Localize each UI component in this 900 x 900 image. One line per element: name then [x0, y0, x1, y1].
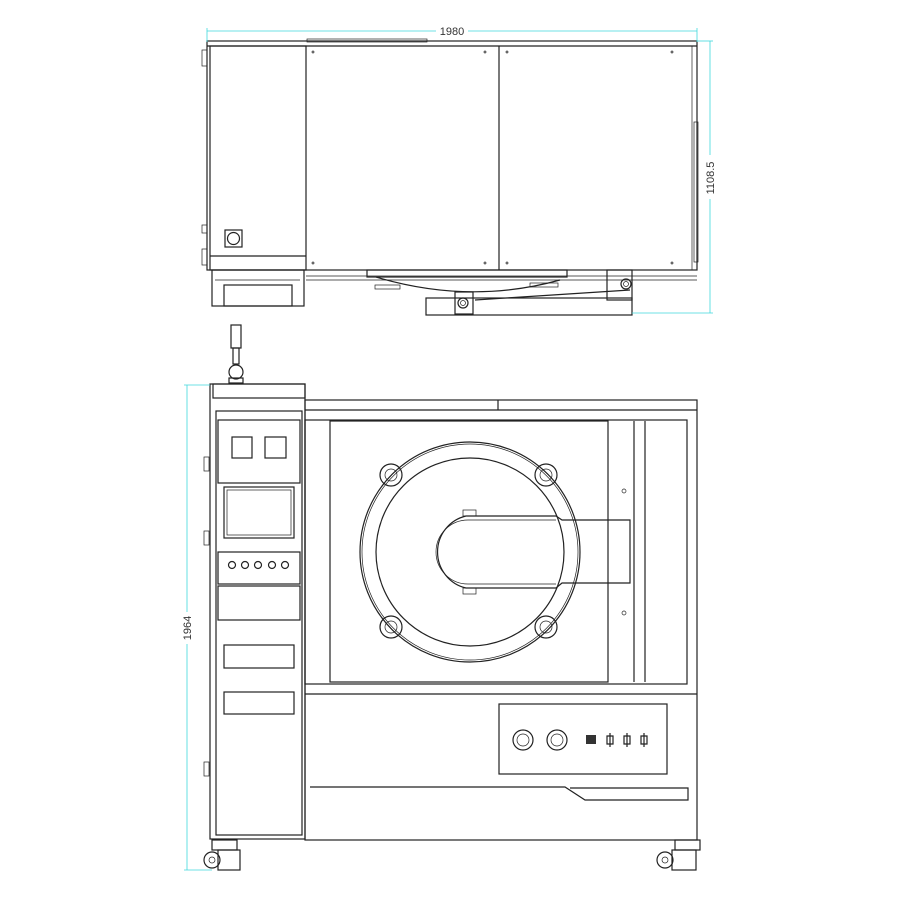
connector-box [224, 229, 243, 248]
control-button-1[interactable] [227, 560, 237, 570]
chamber-window [329, 420, 609, 683]
control-button-5[interactable] [280, 560, 290, 570]
gauge-right [264, 436, 287, 459]
clamp-knob-top-left[interactable] [379, 463, 403, 487]
gauge-panel [217, 419, 301, 484]
front-view [203, 324, 701, 871]
touch-screen-inner [226, 489, 292, 536]
clamp-knob-bottom-left[interactable] [379, 615, 403, 639]
casters [203, 839, 701, 871]
touch-screen[interactable] [223, 486, 295, 539]
signal-tower [228, 324, 244, 384]
connector-panel [498, 703, 668, 775]
swing-arm [366, 269, 633, 316]
drawer-handle[interactable] [310, 786, 689, 801]
label-plate-2 [223, 691, 295, 715]
label-plate-1 [223, 644, 295, 669]
power-connector-1[interactable] [512, 729, 534, 751]
column-cap [212, 383, 306, 399]
blank-panel [217, 585, 301, 621]
control-button-4[interactable] [267, 560, 277, 570]
panel-screws [311, 50, 674, 265]
control-button-3[interactable] [253, 560, 263, 570]
top-view [201, 38, 699, 316]
gas-fitting-2[interactable] [623, 733, 631, 747]
top-view-outline [206, 40, 698, 271]
button-panel [217, 551, 301, 585]
clamp-knob-top-right[interactable] [534, 463, 558, 487]
dimension-depth-label: 1108.5 [705, 162, 717, 195]
dimension-height-label: 1964 [182, 616, 194, 640]
control-button-2[interactable] [240, 560, 250, 570]
dimension-width-label: 1980 [440, 26, 464, 38]
ethernet-port[interactable] [586, 735, 596, 744]
sample-arm [435, 488, 631, 616]
column-door [215, 410, 303, 836]
control-buttons[interactable] [227, 560, 290, 570]
hinges-left [201, 49, 208, 266]
control-column [209, 383, 306, 840]
gas-fitting-3[interactable] [640, 733, 648, 747]
dimension-depth: 1108.5 [632, 40, 717, 314]
top-handle [306, 38, 428, 43]
gauge-left [231, 436, 253, 459]
clamp-knobs[interactable] [379, 463, 558, 639]
dimension-width: 1980 [206, 24, 698, 42]
control-cabinet-top [209, 45, 307, 271]
dimension-height: 1964 [180, 384, 212, 871]
column-hinges [203, 456, 210, 777]
connector-circle [226, 231, 241, 246]
clamp-knob-bottom-right[interactable] [534, 615, 558, 639]
chamber-frame [304, 419, 688, 685]
side-strip [693, 121, 699, 263]
power-connector-2[interactable] [546, 729, 568, 751]
gas-fitting-1[interactable] [606, 733, 614, 747]
chamber-ring [359, 441, 581, 663]
